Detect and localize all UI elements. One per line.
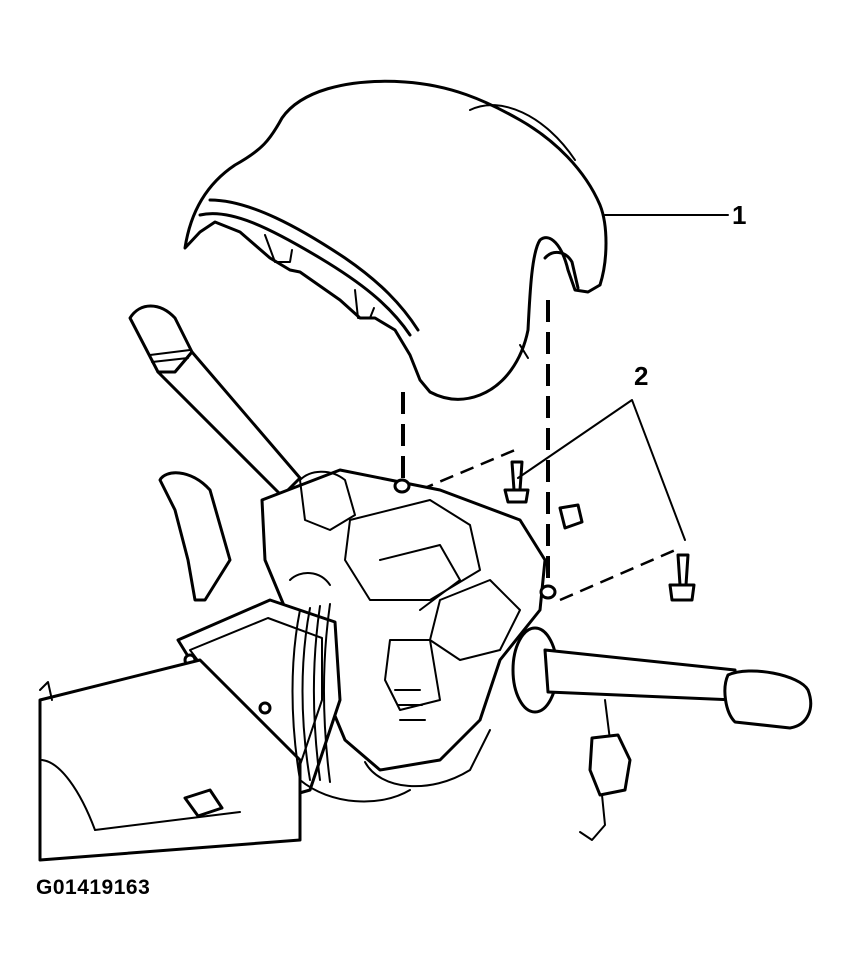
- screw-path-upper: [419, 448, 516, 492]
- wiring-harness: [291, 603, 411, 803]
- ignition-stub: [558, 503, 584, 530]
- screw-path-lower: [559, 546, 681, 602]
- column-tube: [38, 658, 302, 862]
- screw-lower: [668, 553, 696, 602]
- right-lever: [511, 626, 813, 730]
- upper-column-shroud: [183, 79, 608, 401]
- callout-1-label: 1: [732, 200, 746, 230]
- callout-2-leader: [517, 399, 686, 541]
- figure-id: G01419163: [36, 876, 151, 899]
- column-bracket: [158, 471, 232, 602]
- callout-2-label: 2: [634, 361, 648, 391]
- lever-connector: [579, 699, 632, 841]
- left-lever: [128, 304, 302, 498]
- screw-upper: [503, 460, 530, 504]
